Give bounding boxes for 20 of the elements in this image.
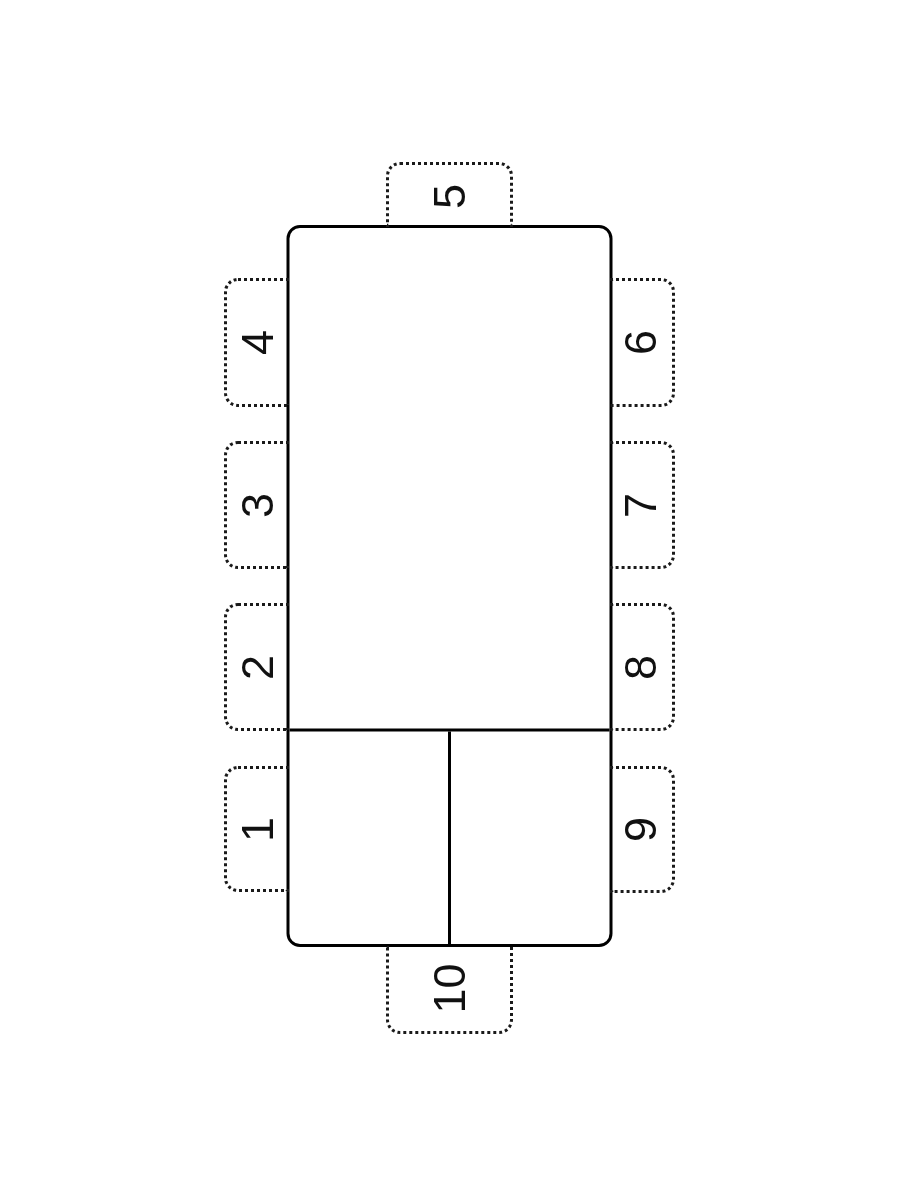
seat-number: 6 bbox=[618, 330, 664, 355]
seat-outline bbox=[610, 441, 675, 569]
seat-number: 1 bbox=[235, 816, 281, 842]
seat-number: 4 bbox=[235, 330, 281, 355]
seat-number: 7 bbox=[618, 492, 664, 518]
seat-outline bbox=[224, 603, 289, 731]
seat-number: 10 bbox=[427, 963, 472, 1014]
seat-outline bbox=[386, 946, 513, 1034]
seat-outline bbox=[224, 278, 289, 407]
seat-outline bbox=[224, 441, 289, 569]
seat-number: 3 bbox=[235, 492, 281, 518]
seat-outline bbox=[610, 603, 675, 731]
seat-outline bbox=[224, 766, 289, 892]
seat-outline bbox=[610, 278, 675, 407]
seat-number: 5 bbox=[427, 183, 472, 209]
seat-outline bbox=[610, 766, 675, 893]
seat-number: 9 bbox=[618, 817, 664, 842]
seat-number: 8 bbox=[618, 654, 664, 680]
seat-outline bbox=[386, 162, 513, 227]
seat-number: 2 bbox=[235, 654, 281, 680]
